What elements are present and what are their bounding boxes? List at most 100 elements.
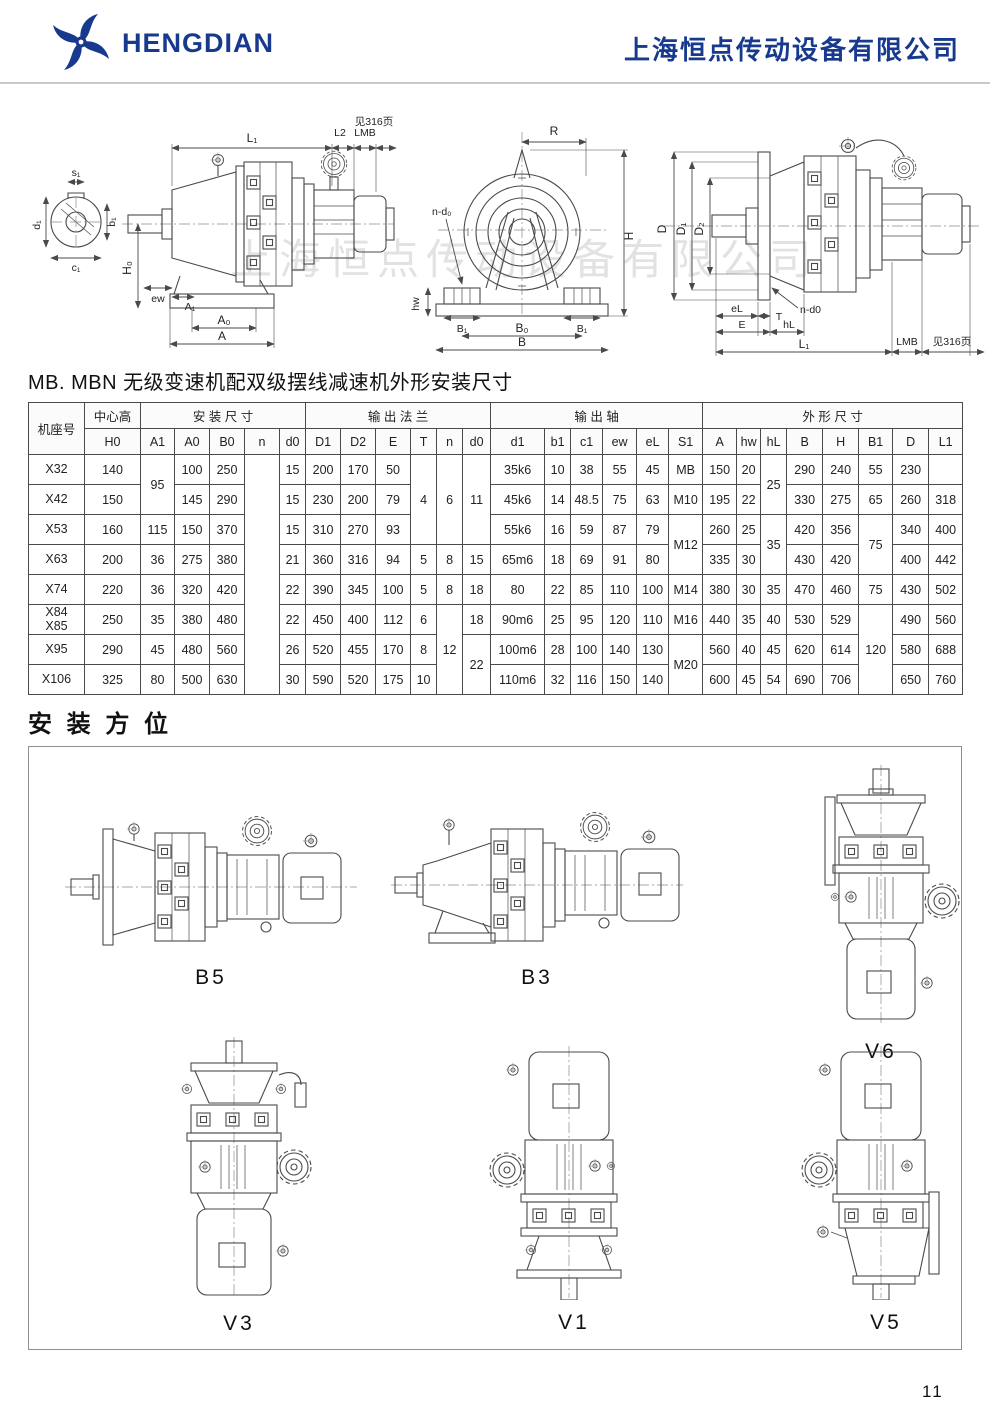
row-model: X53 — [28, 514, 85, 545]
dim-cell: 170 — [340, 454, 377, 485]
dim-cell: 356 — [822, 514, 860, 545]
dim-cell: 390 — [305, 574, 342, 605]
dim-cell: 650 — [892, 664, 930, 695]
dim-cell: 55 — [602, 454, 638, 485]
dim-cell: 20 — [736, 454, 762, 485]
dim-label-eL: eL — [731, 303, 743, 315]
dim-cell: 63 — [636, 484, 670, 515]
page-header: HENGDIAN 上海恒点传动设备有限公司 — [0, 0, 990, 84]
mounting-figure-v3: V3 — [129, 1035, 349, 1336]
mounting-section-title: 安 装 方 位 — [28, 711, 173, 738]
dim-cell: 87 — [602, 514, 638, 545]
company-name: 上海恒点传动设备有限公司 — [623, 35, 960, 65]
dim-label-B: B — [518, 335, 526, 349]
row-model: X42 — [28, 484, 85, 515]
col-header: d0 — [462, 428, 492, 455]
dim-cell: 470 — [786, 574, 824, 605]
dim-cell: 10 — [544, 454, 572, 485]
dim-cell: 370 — [209, 514, 245, 545]
dim-label-hw: hw — [410, 297, 422, 311]
brand-name: HENGDIAN — [122, 28, 275, 58]
side-view-drawing: s₁ d₁ b₁ c₁ — [31, 116, 397, 348]
dim-cell: 100m6 — [490, 634, 546, 665]
dim-cell: 120 — [602, 604, 638, 635]
v5-drawing — [801, 1046, 940, 1301]
dim-cell: 80 — [140, 664, 175, 695]
col-header: n — [436, 428, 464, 455]
dim-cell: 580 — [892, 634, 930, 665]
dim-cell: 150 — [174, 514, 210, 545]
col-header: eL — [636, 428, 670, 455]
dim-cell: 200 — [340, 484, 377, 515]
dim-cell: 15 — [278, 454, 307, 485]
mounting-figure-v5: V5 — [781, 1042, 990, 1335]
dim-cell: 45k6 — [490, 484, 546, 515]
col-header: H — [822, 428, 860, 455]
row-model: X63 — [28, 544, 85, 575]
dim-cell: 69 — [570, 544, 604, 575]
dim-cell: 200 — [84, 544, 141, 575]
col-header: B0 — [209, 428, 245, 455]
dim-cell: 145 — [174, 484, 210, 515]
col-header: c1 — [570, 428, 604, 455]
dim-cell: 6 — [436, 454, 464, 545]
dim-label-c1: c₁ — [72, 262, 81, 274]
mounting-figure-v6: V6 — [781, 761, 981, 1064]
dim-label-A: A — [218, 329, 226, 343]
dim-cell: 45 — [736, 664, 762, 695]
col-header: b1 — [544, 428, 572, 455]
dim-cell: 54 — [760, 664, 788, 695]
dim-cell: 275 — [174, 544, 210, 575]
col-header: T — [410, 428, 438, 455]
dim-cell: 400 — [340, 604, 377, 635]
dim-cell: 325 — [84, 664, 141, 695]
dim-label-s1: s₁ — [72, 167, 81, 179]
dim-cell: 18 — [544, 544, 572, 575]
dim-cell: 35 — [760, 574, 788, 605]
dim-cell: 270 — [340, 514, 377, 545]
dim-label-b1: b₁ — [106, 217, 118, 227]
col-header: D2 — [340, 428, 377, 455]
dim-cell: 40 — [760, 604, 788, 635]
dim-cell: 90m6 — [490, 604, 546, 635]
dim-cell: 22 — [278, 604, 307, 635]
row-model: X106 — [28, 664, 85, 695]
dim-cell: 175 — [375, 664, 412, 695]
dim-cell: 400 — [928, 514, 964, 545]
dim-cell: 230 — [305, 484, 342, 515]
dim-cell: 22 — [544, 574, 572, 605]
col-header: A — [702, 428, 738, 455]
dim-cell: 150 — [702, 454, 738, 485]
dim-label-B1-right: B₁ — [577, 323, 588, 335]
figure-label-v5: V5 — [870, 1311, 902, 1334]
dim-cell: 25 — [544, 604, 572, 635]
col-header: E — [375, 428, 412, 455]
dim-cell: MB — [668, 454, 704, 485]
dim-cell: 250 — [84, 604, 141, 635]
dim-cell: 30 — [736, 544, 762, 575]
dim-cell: 160 — [84, 514, 141, 545]
dim-cell: 14 — [544, 484, 572, 515]
col-header: D1 — [305, 428, 342, 455]
dim-cell: 420 — [209, 574, 245, 605]
dim-cell: 614 — [822, 634, 860, 665]
col-header: A1 — [140, 428, 175, 455]
dim-cell: 18 — [462, 604, 492, 635]
dim-cell: 75 — [858, 514, 894, 575]
dim-cell: 30 — [278, 664, 307, 695]
mounting-box: B5 — [28, 746, 962, 1350]
col-group-header: 中心高 — [84, 402, 141, 429]
dim-cell: 490 — [892, 604, 930, 635]
dim-cell: 220 — [84, 574, 141, 605]
see-page-note: 见316页 — [355, 116, 394, 128]
dim-cell: 630 — [209, 664, 245, 695]
dim-cell: 480 — [209, 604, 245, 635]
dim-cell: 520 — [340, 664, 377, 695]
dim-cell: 59 — [570, 514, 604, 545]
dim-label-L2: L2 — [334, 127, 346, 139]
